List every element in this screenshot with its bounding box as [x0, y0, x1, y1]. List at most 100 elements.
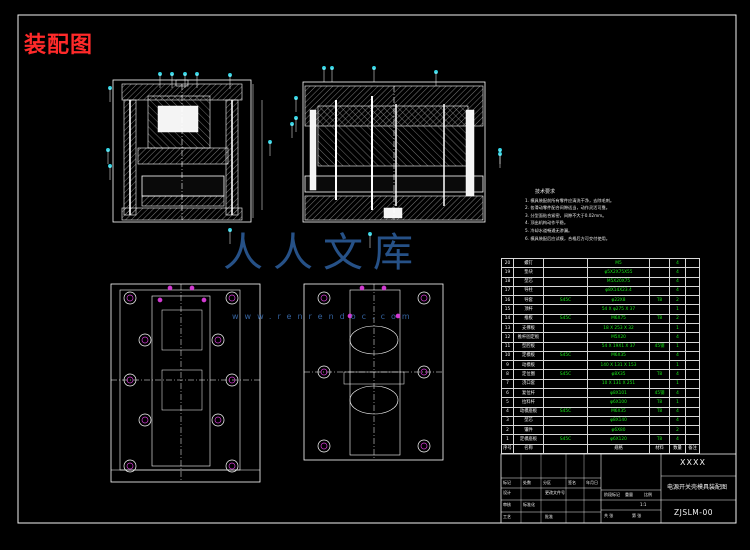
position-marker — [157, 297, 163, 303]
bom-cell — [543, 360, 588, 371]
bom-cell — [649, 425, 670, 436]
bom-cell: S45C — [543, 434, 588, 445]
bom-cell — [649, 322, 670, 334]
title-block-cell: 处数 — [523, 480, 531, 485]
bom-cell: 16 — [501, 295, 514, 306]
bom-cell: φ6X100 — [587, 397, 650, 408]
bolt-hole-marker — [320, 368, 328, 376]
bom-cell: T8 — [649, 397, 670, 408]
bom-cell: φ6X120 — [587, 434, 650, 445]
bom-cell: 镶件 — [513, 425, 544, 436]
bom-cell — [543, 304, 588, 315]
bom-cell: M5X20 — [587, 332, 650, 343]
bom-cell: 1 — [669, 360, 686, 371]
bolt-hole-marker — [420, 294, 428, 302]
watermark-url: www.renrendoc.com — [232, 312, 416, 321]
bom-cell: 浇口套 — [513, 378, 544, 389]
bom-cell: 12 — [501, 332, 514, 343]
bom-cell: 型芯 — [513, 415, 544, 427]
bom-cell: 4 — [669, 415, 686, 427]
bolt-hole-marker — [126, 462, 134, 470]
bom-cell: 18 X 253 X 32 — [587, 322, 650, 334]
bolt-hole — [123, 373, 137, 387]
title-block-cell: 批准 — [545, 514, 553, 519]
bom-cell: 1 — [669, 304, 686, 315]
bom-cell: M5 — [587, 257, 650, 269]
bom-cell: φ5X2X75X55 — [587, 267, 650, 278]
bom-cell: 定模座板 — [513, 434, 544, 445]
fixed-half-plan-view — [110, 283, 261, 483]
bom-cell: 4 — [669, 332, 686, 343]
bom-cell: 4 — [669, 257, 686, 269]
title-block-cell: 设计 — [503, 490, 511, 495]
bom-cell — [685, 332, 700, 343]
bom-cell — [649, 276, 670, 287]
title-block-cell: 重量 — [625, 492, 633, 497]
bom-cell — [543, 415, 588, 427]
title-block-cell: 标记 — [503, 480, 511, 485]
note-item: 4. 顶出机构动作平稳。 — [525, 220, 569, 226]
title-block-cell: 更改文件号 — [545, 490, 565, 495]
bom-cell — [685, 313, 700, 324]
bom-cell — [543, 341, 588, 352]
bom-cell: 8 — [501, 369, 514, 380]
bom-cell: 19 — [501, 267, 514, 278]
mold-holes — [123, 291, 431, 473]
bolt-hole-marker — [420, 442, 428, 450]
bolt-hole — [123, 459, 137, 473]
bom-cell: 6 — [501, 387, 514, 399]
bom-cell: 18 — [501, 276, 514, 287]
bom-cell: 13 — [501, 322, 514, 334]
position-marker — [395, 313, 401, 319]
bom-cell: 5 — [501, 397, 514, 408]
bom-cell — [685, 322, 700, 334]
bom-cell — [543, 285, 588, 297]
bolt-hole-marker — [214, 336, 222, 344]
bom-cell: 导套 — [513, 295, 544, 306]
bom-cell: 4 — [669, 406, 686, 417]
bom-cell: 3 — [501, 415, 514, 427]
bom-cell: 4 — [669, 276, 686, 287]
bolt-hole — [225, 459, 239, 473]
bom-cell: 4 — [669, 350, 686, 362]
bom-cell — [685, 267, 700, 278]
bolt-hole-marker — [126, 376, 134, 384]
bom-cell: 15 — [501, 304, 514, 315]
bom-cell: 140 X 131 X 153 — [587, 360, 650, 371]
bom-cell — [543, 378, 588, 389]
bolt-hole — [138, 333, 152, 347]
bom-cell: φ8X14X23.4 — [587, 285, 650, 297]
bolt-hole — [317, 439, 331, 453]
title-block-drawing-code: ZJSLM-00 — [674, 508, 714, 517]
note-item: 2. 各滑动零件配合间隙适当，动作灵活可靠。 — [525, 205, 610, 211]
bom-cell: S45C — [543, 295, 588, 306]
bom-cell: 定位圈 — [513, 369, 544, 380]
bom-cell — [649, 415, 670, 427]
bom-cell — [543, 276, 588, 287]
bom-cell: 规格 — [587, 443, 650, 455]
bom-cell: 1 — [669, 397, 686, 408]
bom-cell: 定模板 — [513, 350, 544, 362]
bom-cell — [685, 276, 700, 287]
bom-cell: 1 — [669, 378, 686, 389]
bom-cell — [685, 369, 700, 380]
bolt-hole — [225, 291, 239, 305]
bom-cell: T8 — [649, 295, 670, 306]
bom-cell: 7 — [501, 378, 514, 389]
title-block-cell: 审核 — [503, 502, 511, 507]
title-block-cell: 签名 — [568, 480, 576, 485]
bom-cell — [543, 257, 588, 269]
bom-cell: M6X35 — [587, 350, 650, 362]
bom-cell — [649, 378, 670, 389]
bom-cell: 45钢 — [649, 387, 670, 399]
title-block-cell: 标准化 — [523, 502, 535, 507]
technical-notes: 技术要求 1. 模具装配前所有零件应清洗干净，去除毛刺。 2. 各滑动零件配合间… — [525, 189, 655, 242]
bom-cell — [543, 332, 588, 343]
bolt-hole — [211, 413, 225, 427]
